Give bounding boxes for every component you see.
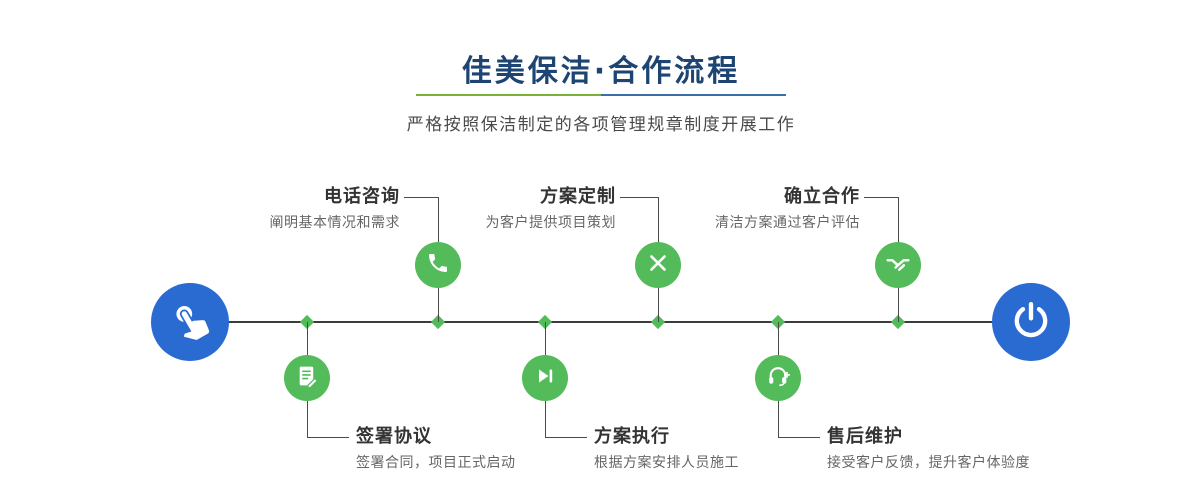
- step-desc: 阐明基本情况和需求: [269, 215, 400, 231]
- step-node-phone: [415, 242, 461, 288]
- step-desc: 接受客户反馈，提升客户体验度: [827, 455, 1030, 471]
- connector-line: [404, 197, 438, 198]
- connector-line: [307, 437, 349, 438]
- divider-blue-segment: [601, 94, 786, 96]
- step-node-handshake: [875, 242, 921, 288]
- connector-line: [307, 401, 308, 437]
- service-icon: [766, 364, 791, 393]
- connector-line: [778, 322, 779, 355]
- connector-line: [658, 288, 659, 322]
- start-circle: [151, 283, 229, 361]
- design-icon: [646, 251, 670, 279]
- timeline-line: [190, 321, 1032, 323]
- pointing-hand-icon: [160, 292, 219, 353]
- step-desc: 为客户提供项目策划: [485, 215, 616, 231]
- connector-line: [778, 401, 779, 437]
- step-node-sign: [284, 355, 330, 401]
- connector-line: [778, 437, 820, 438]
- sign-icon: [295, 364, 320, 393]
- step-node-service: [755, 355, 801, 401]
- step-desc: 根据方案安排人员施工: [594, 455, 739, 471]
- connector-line: [545, 322, 546, 355]
- connector-line: [658, 197, 659, 242]
- connector-line: [864, 197, 898, 198]
- step-node-execute: [522, 355, 568, 401]
- page-subtitle: 严格按照保洁制定的各项管理规章制度开展工作: [406, 115, 796, 135]
- step-label: 售后维护: [827, 426, 903, 447]
- connector-line: [545, 437, 587, 438]
- step-label: 电话咨询: [324, 186, 400, 207]
- connector-line: [438, 197, 439, 242]
- step-desc: 清洁方案通过客户评估: [715, 215, 860, 231]
- phone-icon: [426, 251, 450, 279]
- power-icon: [1011, 300, 1051, 344]
- step-sign: 签署协议 签署合同，项目正式启动: [356, 424, 516, 474]
- step-desc: 签署合同，项目正式启动: [356, 455, 516, 471]
- connector-line: [620, 197, 658, 198]
- step-phone: 电话咨询 阐明基本情况和需求: [270, 184, 401, 234]
- execute-icon: [533, 364, 557, 392]
- connector-line: [438, 288, 439, 322]
- step-label: 方案定制: [540, 186, 616, 207]
- step-label: 方案执行: [594, 426, 670, 447]
- step-service: 售后维护 接受客户反馈，提升客户体验度: [827, 424, 1030, 474]
- connector-line: [545, 401, 546, 437]
- step-execute: 方案执行 根据方案安排人员施工: [594, 424, 739, 474]
- step-design: 方案定制 为客户提供项目策划: [486, 184, 617, 234]
- connector-line: [307, 322, 308, 355]
- page-title: 佳美保洁·合作流程: [461, 54, 741, 89]
- step-handshake: 确立合作 清洁方案通过客户评估: [715, 184, 860, 234]
- title-divider: [416, 94, 786, 96]
- handshake-icon: [885, 250, 911, 280]
- step-label: 确立合作: [784, 186, 860, 207]
- step-label: 签署协议: [356, 426, 432, 447]
- connector-line: [898, 197, 899, 242]
- divider-green-segment: [416, 94, 601, 96]
- connector-line: [898, 288, 899, 322]
- step-node-design: [635, 242, 681, 288]
- end-circle: [992, 283, 1070, 361]
